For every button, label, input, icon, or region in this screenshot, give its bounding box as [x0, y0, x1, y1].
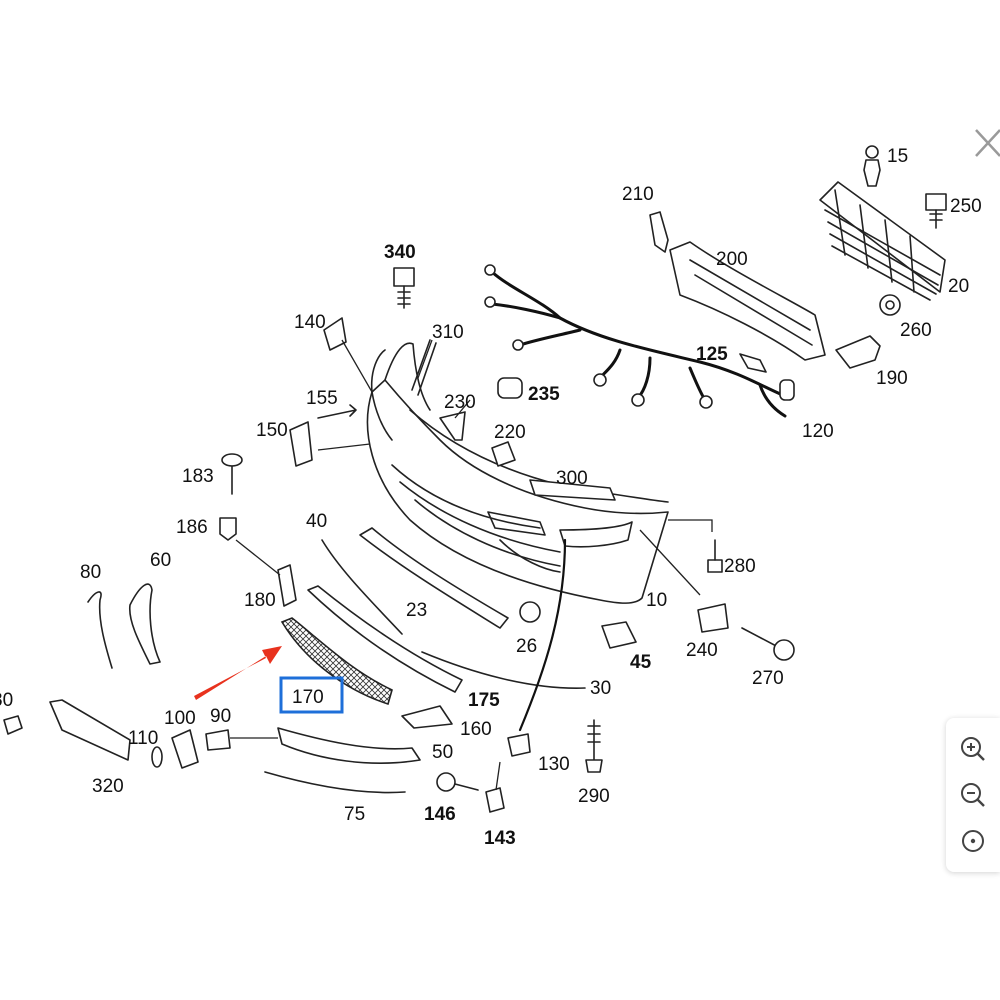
label-155: 155 [306, 388, 338, 409]
label-210: 210 [622, 184, 654, 205]
label-15: 15 [887, 146, 908, 167]
bumper-cover-part [366, 342, 669, 604]
label-60: 60 [150, 550, 171, 571]
label-20: 20 [948, 276, 969, 297]
label-200: 200 [716, 249, 748, 270]
wiring-harness-part [484, 264, 795, 418]
label-75: 75 [344, 804, 365, 825]
pointer-arrow [194, 646, 282, 700]
label-220: 220 [494, 422, 526, 443]
mesh-grille-part-170 [280, 617, 393, 706]
label-270: 270 [752, 668, 784, 689]
label-30: 30 [590, 678, 611, 699]
label-140: 140 [294, 312, 326, 333]
label-45: 45 [630, 652, 652, 673]
label-186: 186 [176, 517, 208, 538]
label-23: 23 [406, 600, 427, 621]
label-183: 183 [182, 466, 214, 487]
label-190: 190 [876, 368, 908, 389]
label-310: 310 [432, 322, 464, 343]
zoom-controls [946, 718, 1000, 872]
label-320: 320 [92, 776, 124, 797]
label-235: 235 [528, 384, 560, 405]
zoom-reset-icon [962, 830, 984, 852]
zoom-out-button[interactable] [958, 780, 988, 810]
close-icon [975, 129, 1000, 157]
zoom-in-icon [961, 737, 985, 761]
label-160: 160 [460, 719, 492, 740]
upper-grille-part [819, 181, 946, 301]
label-130: 130 [538, 754, 570, 775]
label-125: 125 [696, 344, 728, 365]
label-40: 40 [306, 511, 327, 532]
label-170: 170 [292, 687, 324, 708]
label-240: 240 [686, 640, 718, 661]
label-100: 100 [164, 708, 196, 729]
label-180: 180 [244, 590, 276, 611]
label-26: 26 [516, 636, 537, 657]
label-10: 10 [646, 590, 667, 611]
zoom-out-icon [961, 783, 985, 807]
highlight-box [279, 676, 344, 714]
label-80-upper: 80 [80, 562, 101, 583]
label-280: 280 [724, 556, 756, 577]
label-80-left: 80 [0, 690, 13, 711]
label-250: 250 [950, 196, 982, 217]
leader-lines [230, 339, 713, 791]
label-290: 290 [578, 786, 610, 807]
label-110: 110 [128, 728, 158, 749]
part-labels: 15 250 210 200 20 260 190 125 120 340 14… [0, 146, 982, 849]
label-340: 340 [384, 242, 416, 263]
label-146: 146 [424, 804, 456, 825]
impact-bar-part [669, 241, 826, 361]
label-150: 150 [256, 420, 288, 441]
label-90: 90 [210, 706, 231, 727]
zoom-reset-button[interactable] [958, 826, 988, 856]
label-175: 175 [468, 690, 500, 711]
close-button[interactable] [966, 124, 1000, 162]
label-120: 120 [802, 421, 834, 442]
zoom-in-button[interactable] [958, 734, 988, 764]
label-260: 260 [900, 320, 932, 341]
label-50: 50 [432, 742, 453, 763]
label-300: 300 [556, 468, 588, 489]
small-parts [3, 145, 947, 813]
label-143: 143 [484, 828, 516, 849]
label-230: 230 [444, 392, 476, 413]
